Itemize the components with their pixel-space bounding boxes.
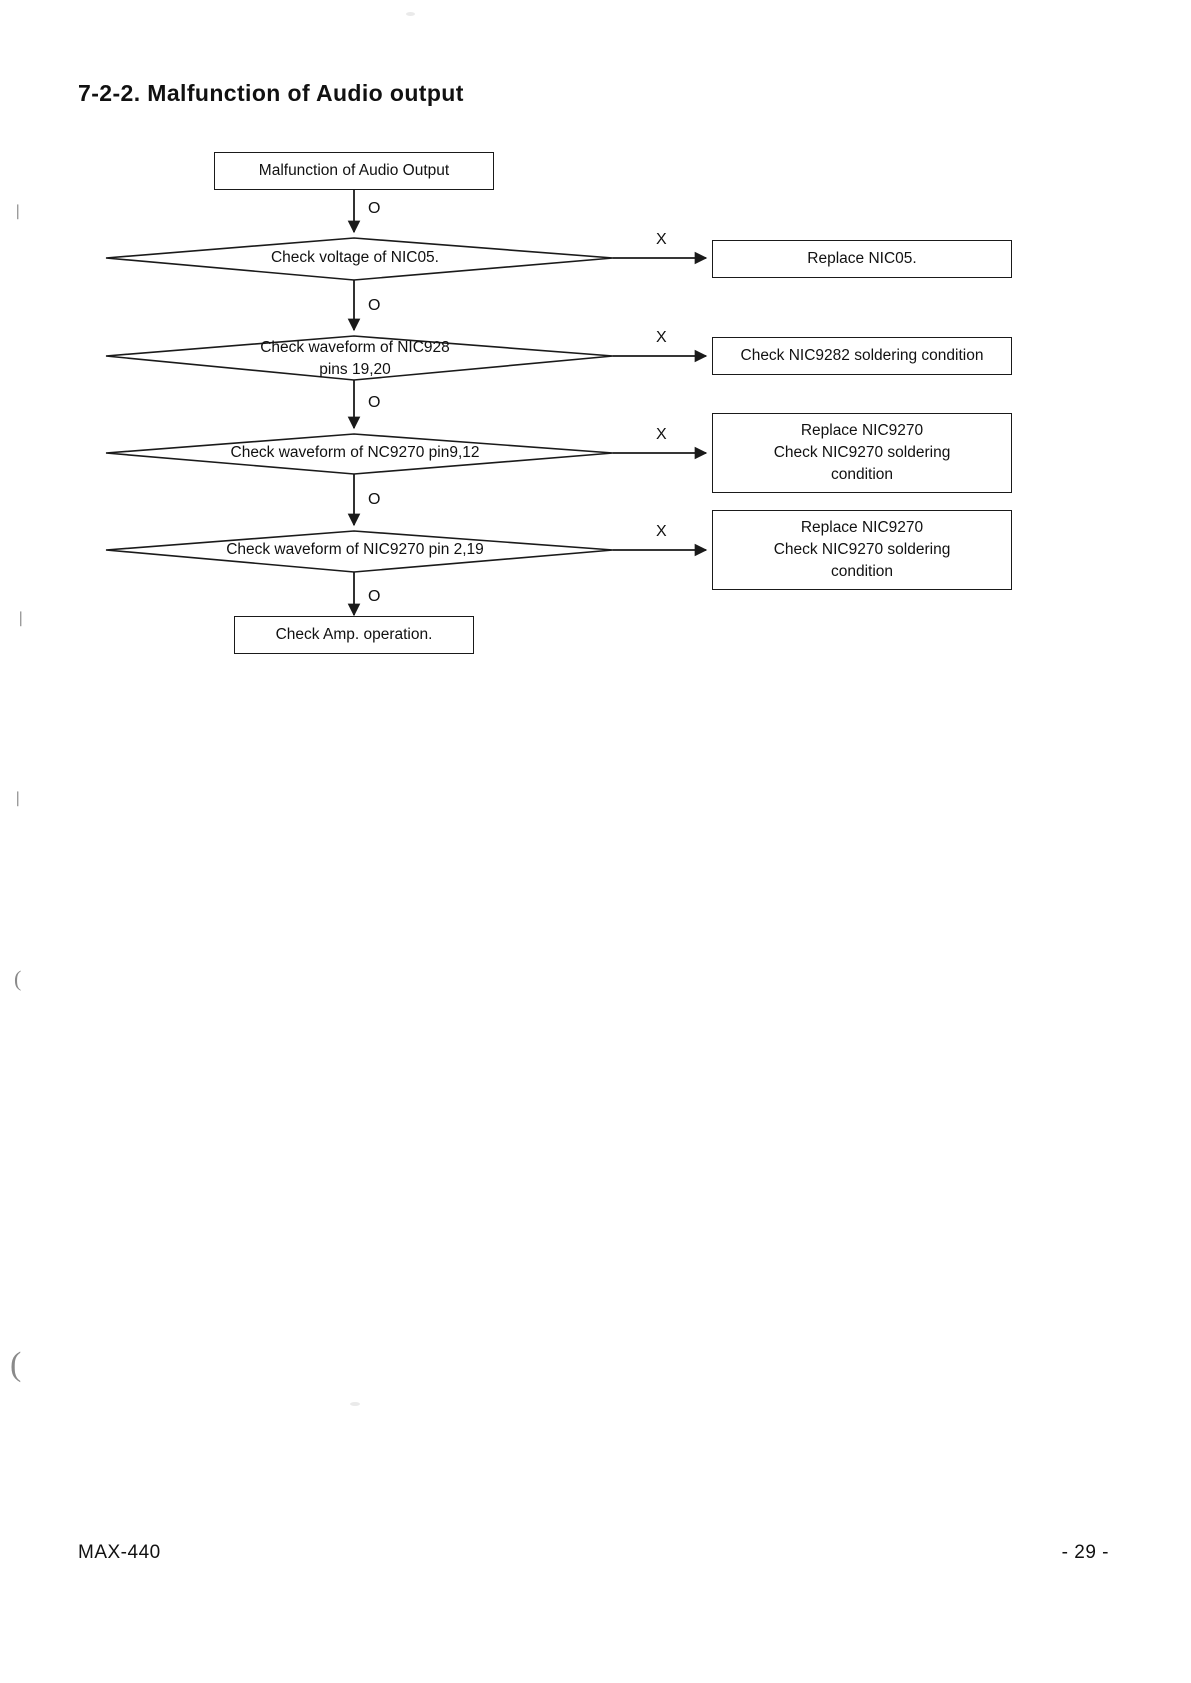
flow-result-box-3: Replace NIC9270 Check NIC9270 soldering … [712,413,1012,493]
flow-yes-flag-3: O [368,394,381,411]
scan-artifact-margin: ∣ [14,204,22,220]
flow-no-flag-1: X [656,231,667,248]
footer-model-number: MAX-440 [78,1542,161,1563]
flow-yes-flag-1: O [368,200,381,217]
flow-result-4-label-line1: Replace NIC9270 [800,519,924,536]
scan-artifact-margin: ∣ [14,791,22,807]
flow-end-label: Check Amp. operation. [275,626,433,643]
scan-artifact-margin: ( [10,1346,22,1383]
footer-page-number: - 29 - [1061,1542,1109,1563]
flow-result-4-label-line3: condition [830,563,894,580]
flow-no-flag-4: X [656,523,667,540]
flow-result-box-4: Replace NIC9270 Check NIC9270 soldering … [712,510,1012,590]
scan-artifact-speck [406,12,415,16]
flow-yes-flag-final: O [368,588,381,605]
flow-no-flag-2: X [656,329,667,346]
flow-result-3-label-line3: condition [830,466,894,483]
flow-end-box: Check Amp. operation. [234,616,474,654]
flow-yes-flag-2: O [368,297,381,314]
flow-result-3-label-line2: Check NIC9270 soldering [773,444,951,461]
flow-result-box-1: Replace NIC05. [712,240,1012,278]
scan-artifact-margin: ( [14,966,22,991]
page-title: 7-2-2. Malfunction of Audio output [78,80,464,106]
flow-result-3-label-line1: Replace NIC9270 [800,422,924,439]
scan-artifact-margin: ∣ [17,611,25,627]
scan-artifact-speck [350,1402,360,1406]
flow-no-flag-3: X [656,426,667,443]
flow-result-box-2: Check NIC9282 soldering condition [712,337,1012,375]
flow-start-label: Malfunction of Audio Output [258,162,450,179]
flow-yes-flag-4: O [368,491,381,508]
flow-start-box: Malfunction of Audio Output [214,152,494,190]
flow-result-2-label: Check NIC9282 soldering condition [740,347,984,364]
flow-result-1-label: Replace NIC05. [807,250,917,267]
flow-result-4-label-line2: Check NIC9270 soldering [773,541,951,558]
